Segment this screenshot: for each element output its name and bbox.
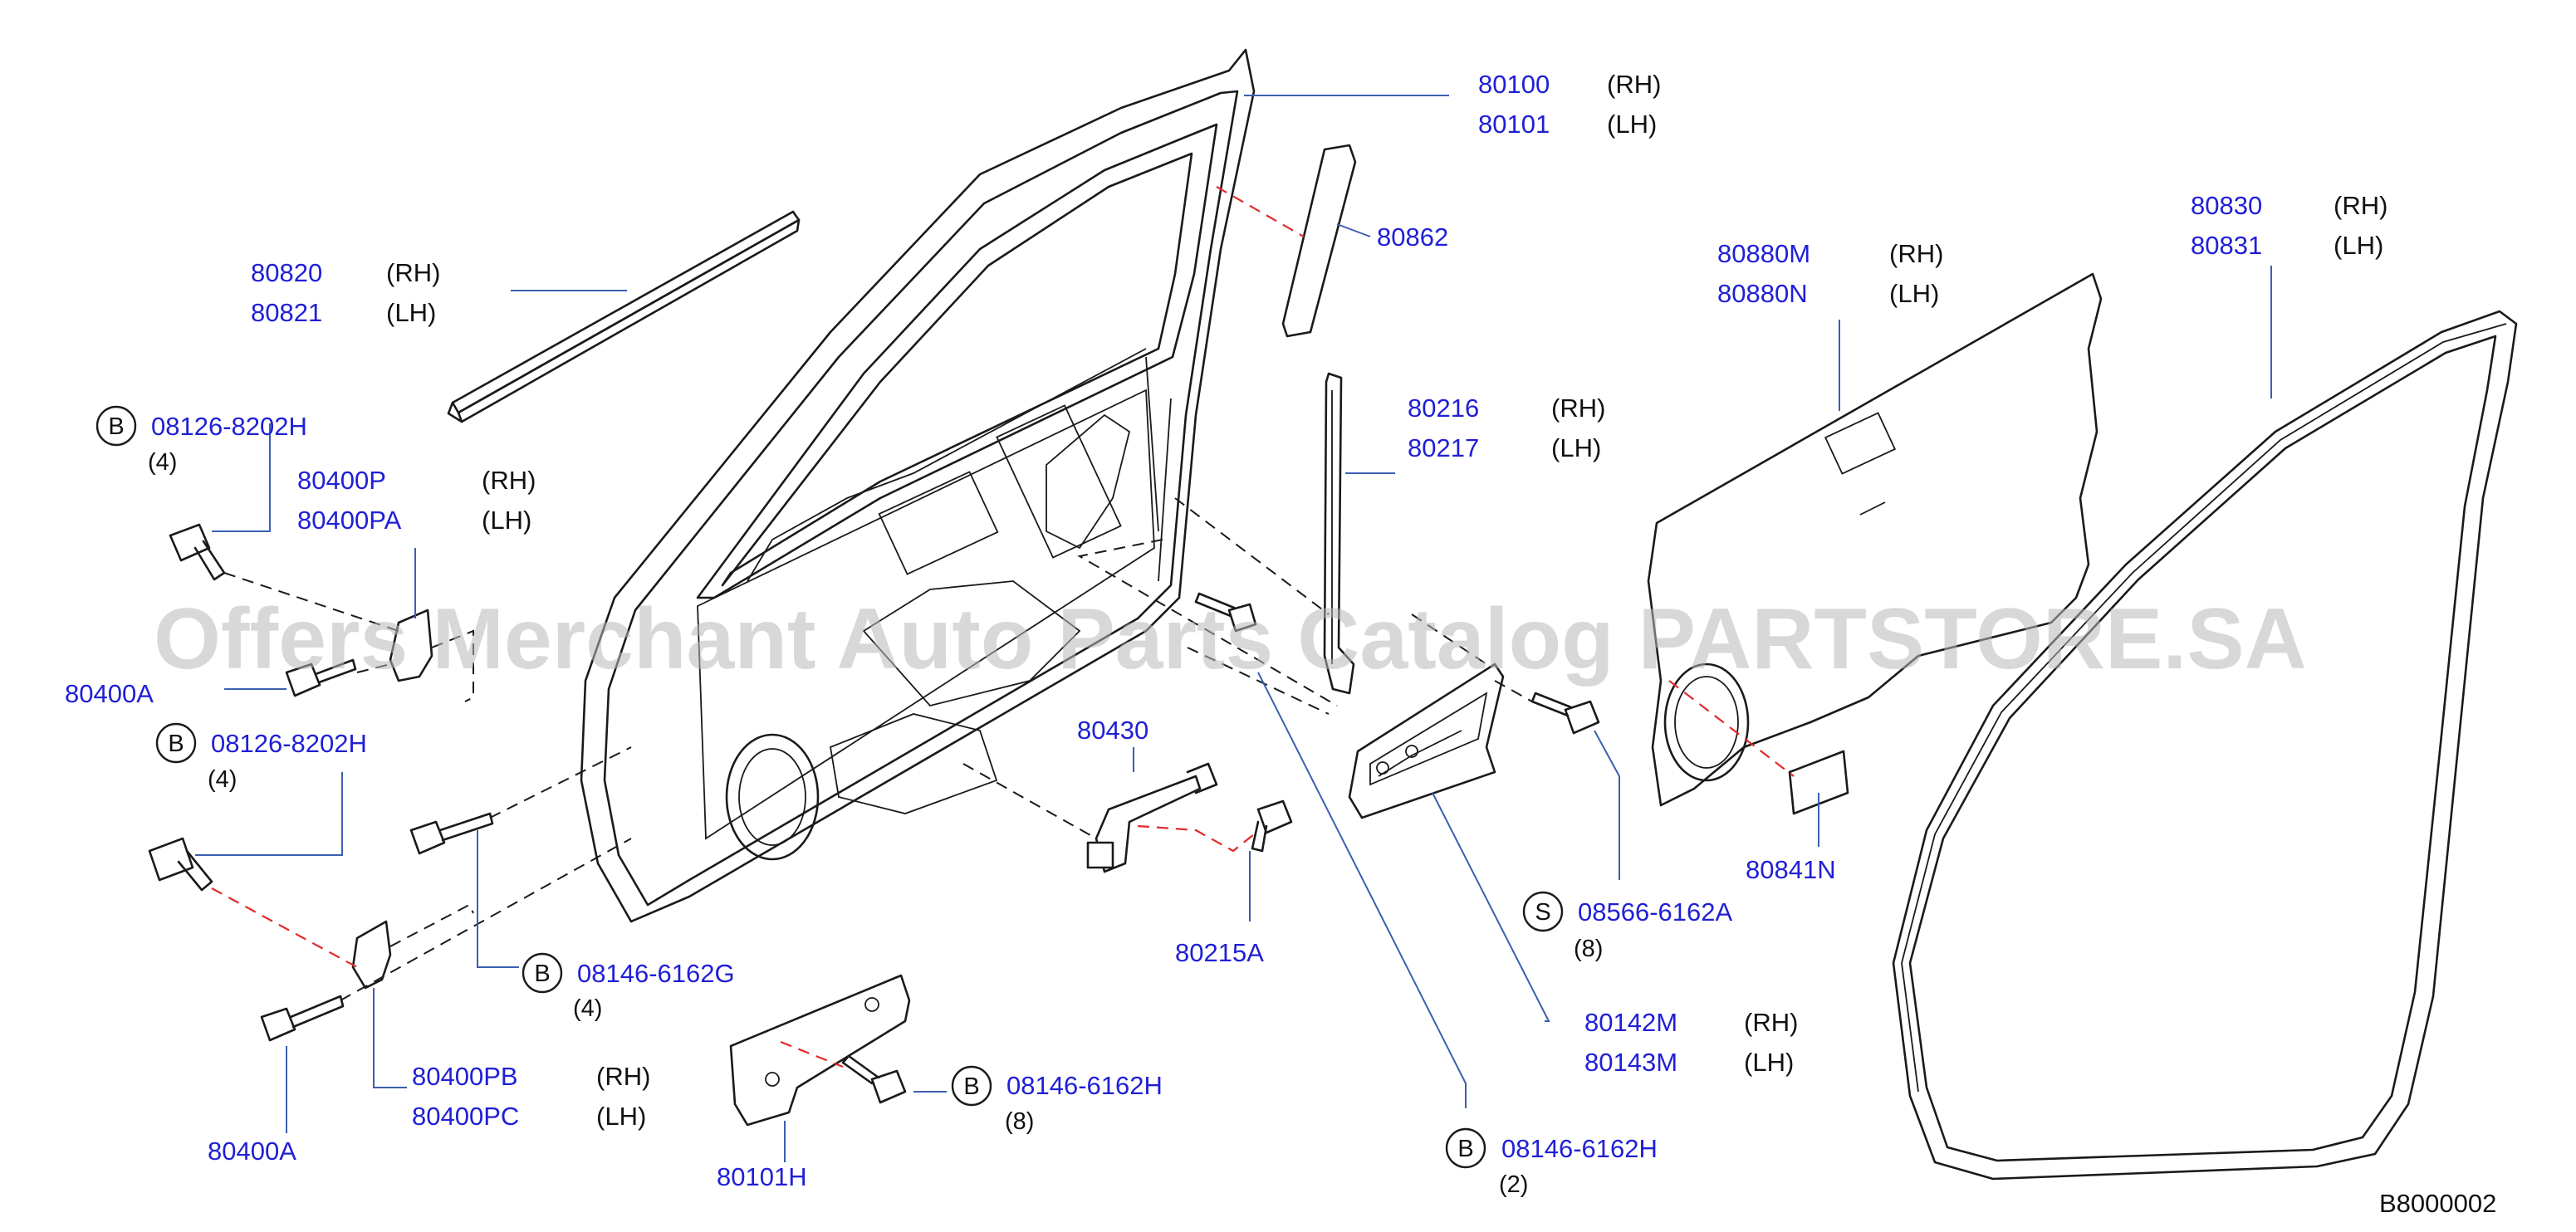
label-sash-channel-rh: (RH): [1551, 394, 1605, 423]
door-weatherstrip: [1892, 310, 2518, 1181]
red-assembly-lines: [211, 186, 1795, 1068]
seal-patch: [1788, 750, 1849, 815]
diagram-reference: B8000002: [2379, 1189, 2496, 1218]
label-upper-hinge-bolt-qty: (4): [148, 449, 177, 476]
bolt-reinforce: [1194, 592, 1257, 633]
door-shell: [580, 48, 1256, 923]
assembly-lines: [223, 497, 1533, 1001]
label-upper-hinge-lh: (LH): [482, 506, 531, 535]
bolt-bracket: [841, 1054, 907, 1104]
symbol-b-hinge-door-bolt-text: B: [534, 961, 550, 987]
label-check-bolt-no: 80215A: [1175, 938, 1264, 967]
label-lower-hinge-rh-no: 80400PB: [412, 1062, 518, 1091]
label-door-panel-lh: (LH): [1607, 110, 1657, 139]
hinge-bracket: [729, 974, 911, 1127]
label-lower-hinge-rh: (RH): [596, 1062, 650, 1091]
label-reinforce-lh: (LH): [1744, 1048, 1794, 1077]
lower-hinge-pin: [260, 995, 345, 1042]
upper-hinge-pin: [285, 658, 357, 697]
label-upper-hinge-bolt-no: 08126-8202H: [151, 412, 307, 441]
label-reinforce-screw-qty: (8): [1574, 936, 1603, 962]
symbol-b-reinforce-bolt: [1445, 1127, 1486, 1169]
label-lower-hinge-pin-no: 80400A: [208, 1137, 296, 1166]
symbol-b-hinge-door-bolt: [522, 952, 563, 994]
upper-hinge: [389, 609, 433, 682]
label-sealing-screen-rh: (RH): [1889, 239, 1943, 268]
label-lower-hinge-bolt-no: 08126-8202H: [211, 729, 367, 758]
symbol-b-bracket-bolt: [951, 1065, 992, 1107]
watermark: Offers Merchant Auto Parts Catalog PARTS…: [154, 591, 2307, 687]
label-reinforce-rh: (RH): [1744, 1008, 1798, 1037]
label-reinforce-lh-no: 80143M: [1584, 1048, 1677, 1077]
label-reinforce-rh-no: 80142M: [1584, 1008, 1677, 1037]
symbol-b-reinforce-bolt-text: B: [1457, 1136, 1473, 1162]
label-outer-weatherstrip-lh: (LH): [386, 298, 436, 327]
symbol-b-upper-hinge-bolt-text: B: [108, 413, 124, 440]
label-hinge-door-bolt-qty: (4): [573, 995, 602, 1022]
label-outer-weatherstrip-rh-no: 80820: [251, 258, 322, 287]
bolt-upper-hinge: [169, 523, 226, 581]
leader-lines: [195, 95, 2272, 1162]
sealing-screen: [1647, 272, 2103, 807]
door-reinforcement: [1348, 662, 1505, 819]
symbol-s-reinforce-screw: [1522, 891, 1564, 932]
label-reinforce-screw-no: 08566-6162A: [1578, 897, 1732, 926]
label-door-weatherstrip-rh: (RH): [2334, 191, 2387, 220]
label-sealing-screen-rh-no: 80880M: [1717, 239, 1810, 268]
label-outer-weatherstrip-rh: (RH): [386, 258, 440, 287]
label-bracket-bolt-no: 08146-6162H: [1006, 1071, 1163, 1100]
label-reinforce-bolt-no: 08146-6162H: [1501, 1134, 1658, 1163]
screen-opening: [1824, 412, 1897, 475]
label-seal-patch-no: 80841N: [1746, 855, 1836, 884]
label-door-panel-rh-no: 80100: [1478, 70, 1550, 99]
check-link: [1086, 762, 1218, 873]
check-bolt: [1251, 799, 1293, 853]
label-sash-trim-no: 80862: [1377, 222, 1448, 252]
label-sash-channel-rh-no: 80216: [1408, 394, 1479, 423]
label-hinge-bracket-no: 80101H: [717, 1162, 807, 1191]
label-upper-hinge-lh-no: 80400PA: [297, 506, 402, 535]
label-sash-channel-lh: (LH): [1551, 433, 1601, 462]
speaker-opening: [1663, 662, 1750, 782]
lower-hinge: [351, 920, 392, 990]
label-sealing-screen-lh-no: 80880N: [1717, 279, 1808, 308]
bolt-lower-hinge: [148, 837, 213, 892]
symbol-b-bracket-bolt-text: B: [963, 1073, 979, 1100]
label-sash-channel-lh-no: 80217: [1408, 433, 1479, 462]
symbol-b-lower-hinge-bolt: [155, 722, 197, 764]
label-bracket-bolt-qty: (8): [1005, 1108, 1034, 1135]
label-lower-hinge-bolt-qty: (4): [208, 766, 237, 793]
outer-weatherstrip: [447, 210, 801, 423]
label-lower-hinge-lh-no: 80400PC: [412, 1102, 519, 1131]
label-reinforce-bolt-qty: (2): [1499, 1171, 1528, 1198]
label-door-panel-lh-no: 80101: [1478, 110, 1550, 139]
label-sealing-screen-lh: (LH): [1889, 279, 1939, 308]
sash-channel: [1323, 372, 1355, 695]
label-lower-hinge-lh: (LH): [596, 1102, 646, 1131]
label-outer-weatherstrip-lh-no: 80821: [251, 298, 322, 327]
label-hinge-door-bolt-no: 08146-6162G: [577, 959, 735, 988]
symbol-b-upper-hinge-bolt: [95, 405, 137, 447]
sash-trim: [1281, 144, 1357, 338]
bolt-hinge-door: [409, 812, 494, 855]
label-door-weatherstrip-lh-no: 80831: [2191, 231, 2262, 260]
symbol-s-reinforce-screw-text: S: [1535, 899, 1550, 926]
label-upper-hinge-rh: (RH): [482, 466, 536, 495]
label-door-weatherstrip-lh: (LH): [2334, 231, 2383, 260]
symbol-b-lower-hinge-bolt-text: B: [168, 731, 184, 757]
screw-reinforce: [1530, 692, 1600, 735]
label-check-link-no: 80430: [1077, 716, 1148, 745]
label-upper-hinge-pin-no: 80400A: [65, 679, 154, 708]
label-door-panel-rh: (RH): [1607, 70, 1661, 99]
label-door-weatherstrip-rh-no: 80830: [2191, 191, 2262, 220]
label-upper-hinge-rh-no: 80400P: [297, 466, 386, 495]
